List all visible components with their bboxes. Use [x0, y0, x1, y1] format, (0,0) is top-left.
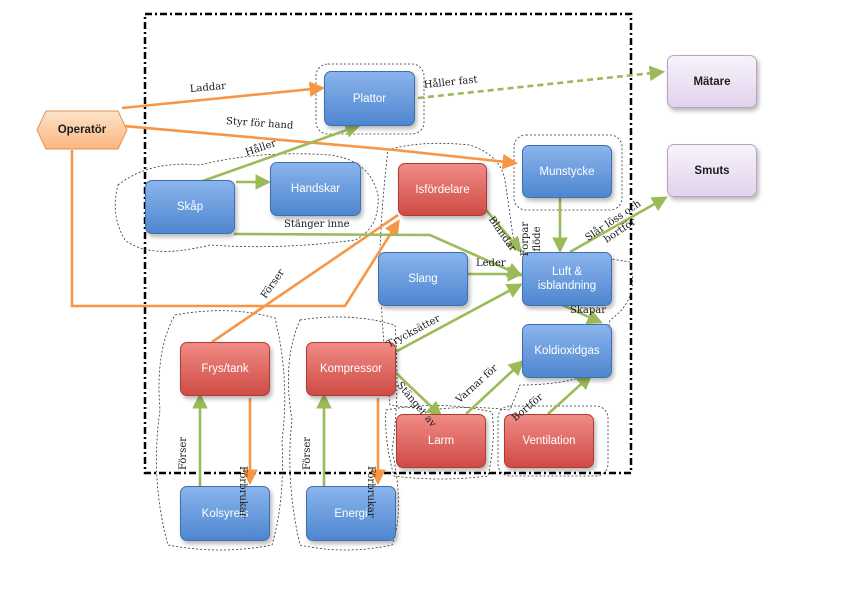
- node-koldioxidgas: Koldioxidgas: [522, 324, 612, 378]
- edge-stanger-av: [394, 371, 443, 418]
- group-kompressor: [288, 316, 399, 551]
- node-frys-label: Frys/tank: [201, 363, 249, 375]
- node-larm-label: Larm: [427, 435, 455, 447]
- group-skap: [114, 153, 379, 252]
- node-handskar: Handskar: [270, 162, 361, 216]
- node-kompressor-label: Kompressor: [320, 363, 382, 375]
- node-slang: Slang: [378, 252, 468, 306]
- node-ventilation-label: Ventilation: [522, 435, 576, 447]
- node-luft: Luft & isblandning: [522, 252, 612, 306]
- node-skap: Skåp: [145, 180, 235, 234]
- edge-label-forbrukar-frys: Förbrukar: [237, 466, 248, 518]
- node-handskar-label: Handskar: [290, 183, 341, 195]
- edge-styr-for-hand: [123, 124, 519, 170]
- node-slang-label: Slang: [408, 273, 438, 285]
- group-plattor: [315, 63, 425, 135]
- edge-label-leder: Leder: [476, 258, 506, 269]
- edge-frys-isfordelare: [211, 213, 399, 344]
- node-operator: Operatör: [36, 110, 128, 150]
- node-energi: Energi: [306, 486, 396, 541]
- node-frys: Frys/tank: [180, 342, 270, 396]
- edge-blandar: [485, 209, 523, 253]
- edge-haller: [199, 122, 361, 184]
- node-munstycke-label: Munstycke: [539, 165, 595, 178]
- edge-label-forser-frys: Förser: [178, 436, 189, 470]
- node-koldioxidgas-label: Koldioxidgas: [534, 345, 600, 357]
- edge-trycksatter: [383, 283, 523, 360]
- node-kolsyreis-label: Kolsyreis: [201, 507, 249, 520]
- node-ventilation: Ventilation: [504, 414, 594, 468]
- node-isfordelare-label: Isfördelare: [415, 183, 470, 196]
- group-munstycke: [513, 134, 623, 211]
- group-frys: [156, 310, 286, 551]
- edge-laddar: [121, 81, 326, 110]
- node-kolsyreis: Kolsyreis: [180, 486, 270, 541]
- node-plattor: Plattor: [324, 71, 415, 126]
- node-matare-label: Mätare: [693, 75, 731, 88]
- node-plattor-label: Plattor: [352, 92, 387, 105]
- node-skap-label: Skåp: [176, 201, 204, 213]
- edge-label-stanger-inne: Stänger inne: [284, 219, 350, 230]
- edge-bortfor: [547, 373, 593, 415]
- edge-varnar-for: [465, 359, 525, 415]
- node-isfordelare: Isfördelare: [398, 163, 487, 216]
- node-operator-label: Operatör: [57, 124, 107, 136]
- edge-label-forpar-flode: Forpar flöde: [520, 221, 543, 257]
- edge-forser-operator: [70, 150, 400, 308]
- edge-label-forser-komp: Förser: [302, 436, 313, 470]
- node-smuts-label: Smuts: [694, 164, 730, 177]
- system-boundary: [143, 12, 633, 475]
- edge-haller-fast: [417, 65, 666, 100]
- edge-label-skapar: Skapar: [570, 305, 607, 316]
- node-energi-label: Energi: [334, 507, 368, 520]
- edge-slar-loss: [569, 196, 668, 254]
- node-kompressor: Kompressor: [306, 342, 396, 396]
- group-ventilation: [497, 405, 609, 477]
- node-larm: Larm: [396, 414, 486, 468]
- node-munstycke: Munstycke: [522, 145, 612, 198]
- edge-label-forbrukar-komp: Förbrukar: [365, 466, 376, 518]
- node-smuts: Smuts: [667, 144, 757, 197]
- edge-stanger-inne: [233, 232, 523, 278]
- edge-skapar: [559, 302, 603, 324]
- node-matare: Mätare: [667, 55, 757, 108]
- node-luft-label: Luft & isblandning: [537, 266, 597, 292]
